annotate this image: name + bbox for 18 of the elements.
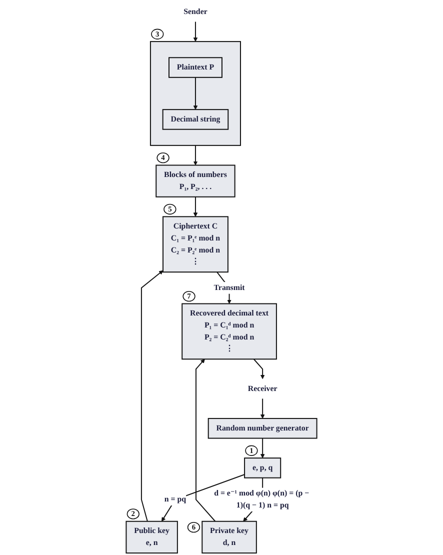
arrow [193,144,198,166]
callout-number: 7 [182,290,196,302]
callout-number: 2 [126,508,140,520]
callout-number: 4 [156,152,170,164]
cluster [150,41,241,146]
callout-number: 5 [164,204,176,215]
arrow [140,270,164,522]
callout-number: 6 [187,522,200,533]
arrow [195,358,216,522]
arrow [260,438,265,458]
arrow [193,21,198,42]
arrow [193,196,198,217]
arrow [193,76,198,110]
callout-number: 1 [245,445,258,456]
arrow [161,474,246,522]
callout-number: 3 [151,28,164,40]
arrow [260,398,265,419]
arrow [253,358,265,380]
